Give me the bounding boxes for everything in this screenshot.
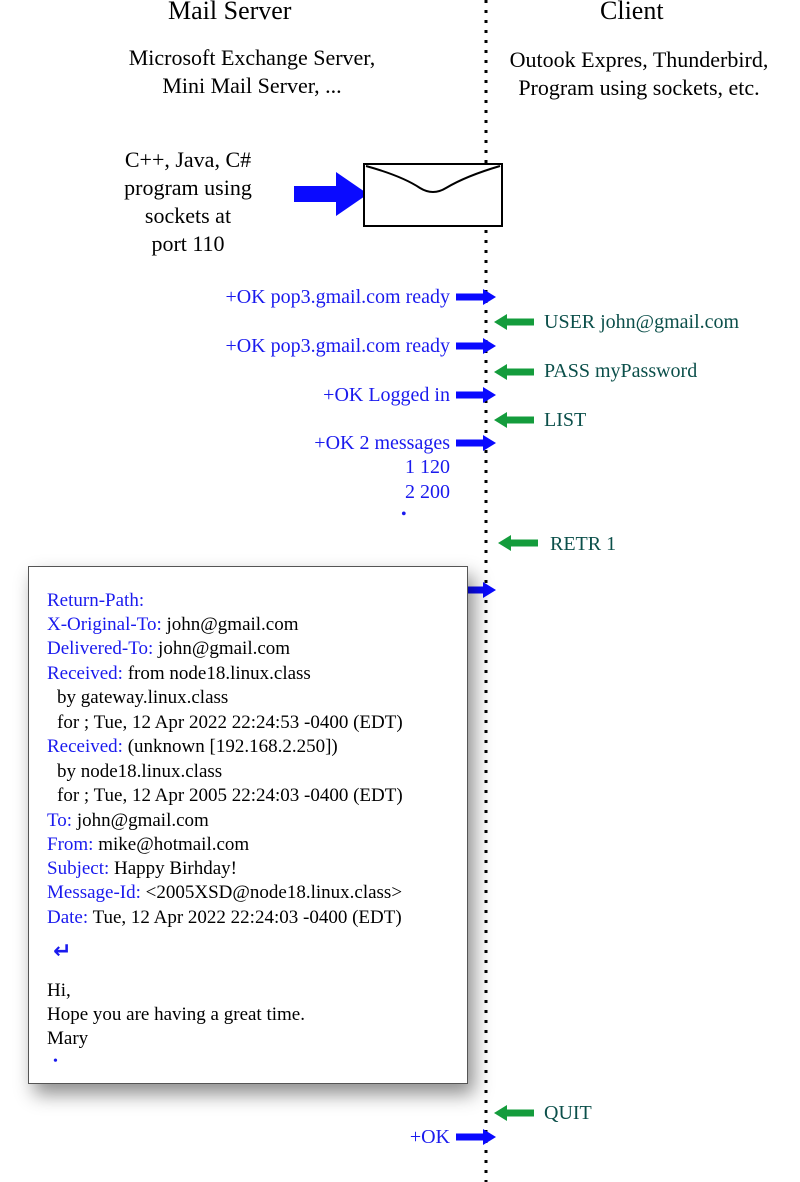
header-value: mike@hotmail.com — [93, 834, 250, 855]
client-arrow-icon — [494, 314, 534, 330]
client-arrow-icon — [494, 1105, 534, 1121]
message-terminator: • — [53, 1054, 58, 1069]
server-arrow-icon — [456, 435, 496, 451]
header-value: by node18.linux.class — [57, 761, 223, 782]
header-name: X-Original-To: — [47, 614, 162, 635]
header-line: by node18.linux.class — [47, 761, 222, 783]
header-line: for ; Tue, 12 Apr 2022 22:24:53 -0400 (E… — [47, 712, 403, 734]
body-line: Mary — [47, 1028, 89, 1049]
server-examples: Microsoft Exchange Server, Mini Mail Ser… — [92, 44, 412, 100]
list-terminator: • — [401, 506, 407, 523]
server-response-logged-in: +OK Logged in — [323, 384, 450, 406]
big-arrow-icon — [294, 172, 368, 216]
header-line: X-Original-To: john@gmail.com — [47, 614, 299, 636]
client-example-line: Outook Expres, Thunderbird, — [509, 47, 769, 72]
program-note-line: program using — [124, 175, 252, 200]
client-example-line: Program using sockets, etc. — [518, 75, 760, 100]
server-response-ok: +OK — [409, 1126, 450, 1148]
header-value: Tue, 12 Apr 2022 22:24:03 -0400 (EDT) — [88, 907, 402, 928]
header-name: Received: — [47, 736, 123, 757]
program-note: C++, Java, C# program using sockets at p… — [98, 146, 278, 258]
server-example-line: Microsoft Exchange Server, — [128, 45, 376, 70]
client-command-list: LIST — [544, 409, 587, 431]
header-line: by gateway.linux.class — [47, 687, 228, 709]
program-note-line: C++, Java, C# — [124, 147, 252, 172]
header-line: Delivered-To: john@gmail.com — [47, 638, 290, 660]
header-line: Received: from node18.linux.class — [47, 663, 311, 685]
email-message-box: Return-Path: X-Original-To: john@gmail.c… — [28, 566, 468, 1084]
header-line: Received: (unknown [192.168.2.250]) — [47, 736, 338, 758]
server-arrow-icon — [456, 289, 496, 305]
program-note-line: sockets at — [144, 203, 232, 228]
server-example-line: Mini Mail Server, ... — [162, 73, 342, 98]
header-value: john@gmail.com — [161, 614, 299, 635]
header-name: Delivered-To: — [47, 638, 154, 659]
header-value: from node18.linux.class — [122, 663, 311, 684]
client-command-quit: QUIT — [544, 1102, 592, 1124]
body-line: Hi, — [47, 980, 71, 1001]
header-name: To: — [47, 810, 73, 831]
server-response-ready: +OK pop3.gmail.com ready — [225, 286, 450, 308]
header-value: for ; Tue, 12 Apr 2005 22:24:03 -0400 (E… — [57, 785, 403, 806]
client-command-pass: PASS myPassword — [544, 360, 698, 382]
server-arrow-icon — [456, 338, 496, 354]
header-value: Happy Birhday! — [109, 858, 237, 879]
header-name: Date: — [47, 907, 89, 928]
envelope-icon — [363, 163, 503, 227]
server-response-messages: +OK 2 messages — [314, 432, 450, 454]
header-line: To: john@gmail.com — [47, 810, 209, 832]
header-value: for ; Tue, 12 Apr 2022 22:24:53 -0400 (E… — [57, 712, 403, 733]
header-value: john@gmail.com — [72, 810, 209, 831]
program-note-line: port 110 — [151, 231, 225, 256]
server-response-ready: +OK pop3.gmail.com ready — [225, 335, 450, 357]
client-command-user: USER john@gmail.com — [544, 311, 740, 333]
header-name: Received: — [47, 663, 123, 684]
header-value: john@gmail.com — [153, 638, 291, 659]
header-line: Date: Tue, 12 Apr 2022 22:24:03 -0400 (E… — [47, 907, 402, 929]
body-line: Hope you are having a great time. — [47, 1004, 305, 1025]
client-arrow-icon — [494, 364, 534, 380]
header-line: Message-Id: <2005XSD@node18.linux.class> — [47, 882, 402, 904]
message-list-item: 2 200 — [405, 481, 450, 503]
server-arrow-icon — [456, 1129, 496, 1145]
header-name: Return-Path: — [47, 590, 145, 611]
client-examples: Outook Expres, Thunderbird, Program usin… — [486, 46, 792, 102]
header-name: Message-Id: — [47, 882, 141, 903]
server-arrow-icon — [456, 387, 496, 403]
header-line: for ; Tue, 12 Apr 2005 22:24:03 -0400 (E… — [47, 785, 403, 807]
server-column-title: Mail Server — [168, 0, 292, 25]
header-name: Subject: — [47, 858, 110, 879]
header-line: Subject: Happy Birhday! — [47, 858, 237, 880]
message-list-item: 1 120 — [405, 456, 450, 478]
header-name: From: — [47, 834, 94, 855]
client-column-title: Client — [600, 0, 664, 25]
client-arrow-icon — [498, 535, 538, 551]
header-line: Return-Path: — [47, 590, 144, 612]
header-value: (unknown [192.168.2.250]) — [122, 736, 338, 757]
header-value: by gateway.linux.class — [57, 687, 229, 708]
client-command-retr: RETR 1 — [550, 533, 617, 555]
header-line: From: mike@hotmail.com — [47, 834, 249, 856]
blank-line-return-icon: ↵ — [53, 939, 72, 964]
client-arrow-icon — [494, 412, 534, 428]
header-value: <2005XSD@node18.linux.class> — [140, 882, 403, 903]
